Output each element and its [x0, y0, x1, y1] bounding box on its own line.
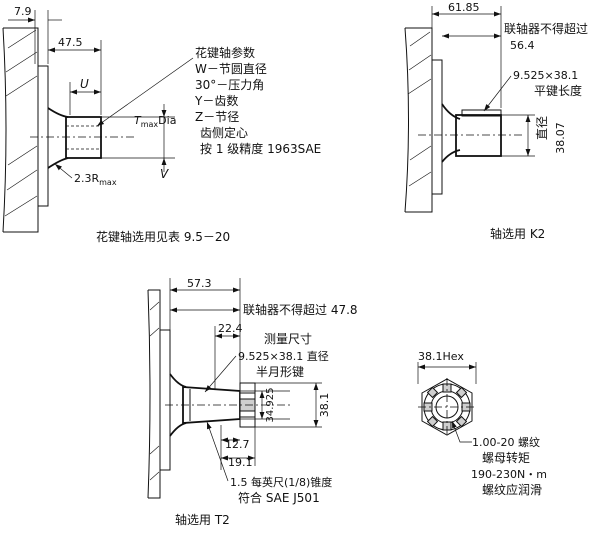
dim-34-925-text: 34.925 [265, 388, 276, 423]
t2-taper-std: 符合 SAE J501 [238, 490, 320, 505]
dim-47-5-text: 47.5 [58, 36, 83, 49]
k2-key-leader [483, 75, 512, 112]
dim-38-07-text: 38.07 [554, 122, 567, 154]
param-grade: 按 1 级精度 1963SAE [200, 141, 321, 156]
nut-lube: 螺纹应润滑 [482, 482, 542, 497]
k2-coupling-note: 联轴器不得超过 [504, 21, 588, 36]
housing-wall-2 [404, 27, 433, 213]
radius-text: 2.3Rmax [74, 172, 117, 187]
t2-shaft-view: 57.3 联轴器不得超过 47.8 22.4 测量尺寸 9.525×38.1 直… [147, 277, 358, 527]
spline-caption: 花键轴选用见表 9.5－20 [96, 229, 230, 244]
housing-hatch-3 [149, 301, 160, 481]
dim-v-text: V [160, 167, 169, 181]
dim-57-3-text: 57.3 [187, 277, 212, 290]
k2-shaft-body [455, 114, 502, 157]
k2-key-dims: 9.525×38.1 [513, 69, 578, 82]
dim-19-1-text: 19.1 [228, 456, 253, 469]
housing-hatch-2 [407, 31, 432, 187]
dim-12-7-text: 12.7 [225, 438, 250, 451]
housing-wall-1 [2, 27, 39, 233]
nut-torque-label: 螺母转矩 [482, 450, 530, 465]
spline-shaft-body [65, 116, 102, 159]
params-leader [96, 57, 194, 127]
t2-taper-leader [206, 421, 229, 482]
param-angle: 30°－压力角 [195, 78, 264, 92]
dim-u-text: U [80, 77, 89, 91]
param-w: W－节圆直径 [195, 62, 267, 76]
k2-shaft-view: 61.85 联轴器不得超过 56.4 9.525×38.1 平键长度 直径 38… [404, 1, 588, 241]
nut-thread: 1.00-20 螺纹 [472, 435, 540, 449]
params-title: 花键轴参数 [195, 45, 255, 60]
t2-key-leader [204, 355, 237, 393]
housing-hatch-1 [4, 29, 38, 217]
tmax-dia-text: TmaxDia [134, 114, 176, 129]
housing-wall-3 [147, 289, 161, 499]
t2-taper-note: 1.5 每英尺(1/8)锥度 [230, 475, 332, 489]
k2-key-length: 平键长度 [534, 83, 582, 98]
mounting-flange-3 [159, 329, 171, 471]
dim-22-4-text: 22.4 [218, 322, 243, 335]
dim-hex-text: 38.1Hex [418, 350, 464, 363]
mounting-flange-2 [431, 59, 443, 195]
t2-coupling-note: 联轴器不得超过 47.8 [243, 302, 358, 317]
k2-coupling-value: 56.4 [510, 39, 535, 52]
t2-key-dims: 9.525×38.1 直径 [238, 349, 329, 363]
dim-7-9-text: 7.9 [14, 5, 32, 18]
dim-38-1-text: 38.1 [318, 393, 331, 418]
nut-thread-leader [451, 420, 472, 443]
t2-key-type: 半月形键 [256, 365, 304, 379]
spline-shaft-view: 7.9 47.5 U TmaxDia V 2.3Rmax 花键轴参数 W－节圆直… [2, 5, 321, 244]
t2-measure: 测量尺寸 [264, 332, 312, 346]
k2-keyway [461, 109, 502, 117]
param-center: 齿侧定心 [200, 125, 248, 140]
shaft-fillet-1 [47, 107, 69, 169]
nut-torque-value: 190-230N・m [471, 468, 547, 481]
k2-dia-label: 直径 [535, 116, 549, 140]
k2-caption: 轴选用 K2 [490, 226, 545, 241]
t2-caption: 轴选用 T2 [175, 512, 230, 527]
radius-leader [54, 163, 73, 179]
dim-61-85-text: 61.85 [448, 1, 480, 14]
castle-nut-view: 38.1Hex 1.00-20 螺纹 螺母转矩 190-230N・m 螺纹应润滑 [417, 350, 547, 497]
mounting-flange-1 [37, 65, 49, 207]
param-z: Z－节径 [195, 110, 239, 124]
castle-nut-hexagon [421, 378, 473, 436]
param-y: Y－齿数 [194, 93, 238, 108]
